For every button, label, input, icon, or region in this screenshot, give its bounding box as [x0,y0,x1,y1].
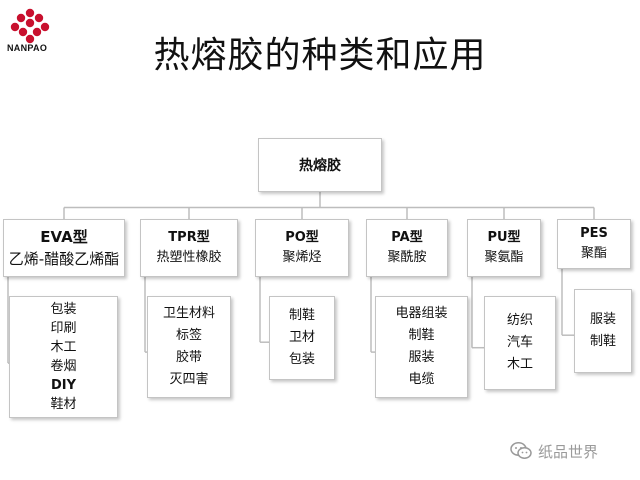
application-box-pa: 电器组装 制鞋 服装 电缆 [375,296,468,398]
application-item: 胶带 [175,350,202,365]
logo-text: NANPAO [7,43,48,53]
application-box-tpr: 卫生材料 标签 胶带 灭四害 [147,296,231,398]
application-item: 卫材 [288,330,315,345]
root-node-label: 热熔胶 [299,158,341,174]
type-box-eva: EVA型 乙烯-醋酸乙烯酯 [3,219,125,277]
type-code: PU型 [487,230,521,245]
wechat-icon [510,442,532,459]
application-item: DIY [50,378,77,393]
watermark: 纸品世界 [510,440,598,462]
application-item: 卫生材料 [162,306,215,321]
application-box-pes: 服装 制鞋 [574,289,632,373]
application-item: 汽车 [506,335,533,350]
page-title: 热熔胶的种类和应用 [153,35,487,76]
nanpao-logo-icon [10,8,50,44]
application-item: 标签 [175,328,202,343]
application-item: 纺织 [506,313,533,328]
application-item: 包装 [288,352,315,367]
application-box-po: 制鞋 卫材 包装 [269,296,335,380]
type-box-pes: PES 聚酯 [557,219,631,269]
application-item: 包装 [50,302,77,317]
type-name: 聚氨酯 [484,250,524,265]
type-code: PES [580,226,608,241]
application-box-pu: 纺织 汽车 木工 [484,296,556,390]
type-box-po: PO型 聚烯烃 [255,219,349,277]
application-item: 灭四害 [169,372,209,387]
type-box-tpr: TPR型 热塑性橡胶 [140,219,238,277]
type-name: 热塑性橡胶 [156,250,222,265]
application-item: 服装 [408,350,435,365]
application-item: 服装 [589,312,616,327]
application-item: 制鞋 [288,308,315,323]
type-code: PO型 [285,230,319,245]
type-name: 聚酰胺 [387,250,427,265]
type-code: TPR型 [168,230,210,245]
application-item: 木工 [50,340,77,355]
type-name: 聚烯烃 [282,250,322,265]
type-code: PA型 [391,230,423,245]
application-item: 卷烟 [50,359,77,374]
watermark-text: 纸品世界 [538,442,599,461]
application-box-eva: 包装 印刷 木工 卷烟 DIY 鞋材 [9,296,118,418]
application-item: 木工 [506,357,533,372]
application-item: 印刷 [50,321,77,336]
application-item: 电器组装 [395,306,448,321]
type-code: EVA型 [40,228,88,246]
type-name: 聚酯 [580,246,607,261]
application-item: 制鞋 [589,334,616,349]
type-box-pa: PA型 聚酰胺 [366,219,448,277]
type-name: 乙烯-醋酸乙烯酯 [8,250,120,268]
application-item: 制鞋 [408,328,435,343]
application-item: 鞋材 [50,397,77,412]
application-item: 电缆 [408,372,435,387]
type-box-pu: PU型 聚氨酯 [467,219,541,277]
root-node-box: 热熔胶 [258,138,382,192]
